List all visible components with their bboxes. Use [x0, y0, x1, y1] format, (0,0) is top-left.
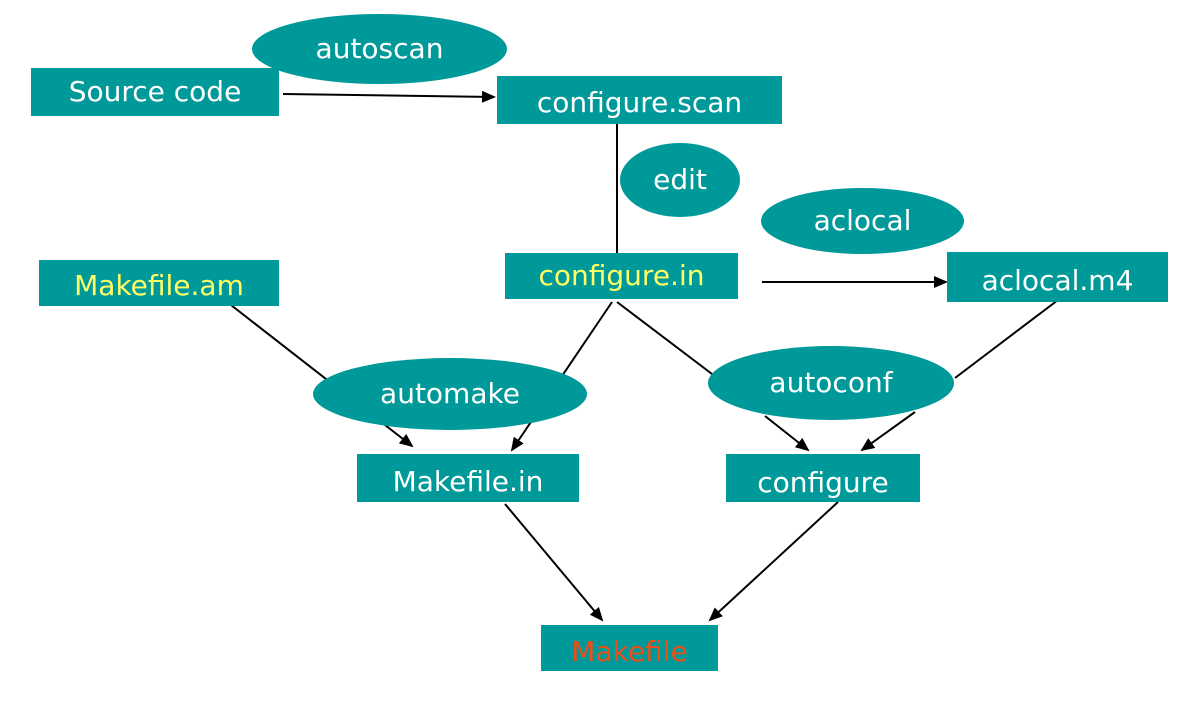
edge-autoconf-to-configure-left — [764, 415, 810, 452]
node-source-code: Source code — [31, 68, 279, 116]
edge-configure-to-makefile — [708, 501, 839, 622]
node-makefile: Makefile — [541, 625, 718, 671]
edge-makefile-in-to-makefile — [504, 503, 604, 622]
tool-edit: edit — [620, 143, 740, 217]
tool-aclocal: aclocal — [761, 188, 964, 254]
tool-automake: automake — [313, 358, 587, 430]
node-configure-scan: configure.scan — [497, 76, 782, 124]
node-configure: configure — [726, 454, 920, 502]
tool-autoscan: autoscan — [252, 14, 507, 84]
edge-aclocal-m4-to-autoconf — [954, 299, 1059, 379]
edge-configure-in-to-autoconf — [616, 301, 713, 375]
node-makefile-am: Makefile.am — [39, 260, 279, 306]
edge-source-code-to-configure-scan — [282, 90, 496, 103]
node-configure-in: configure.in — [505, 253, 738, 299]
tool-autoconf: autoconf — [708, 346, 954, 420]
node-makefile-in: Makefile.in — [357, 454, 579, 502]
node-aclocal-m4: aclocal.m4 — [947, 252, 1168, 302]
edge-autoconf-to-configure-right — [860, 411, 916, 452]
